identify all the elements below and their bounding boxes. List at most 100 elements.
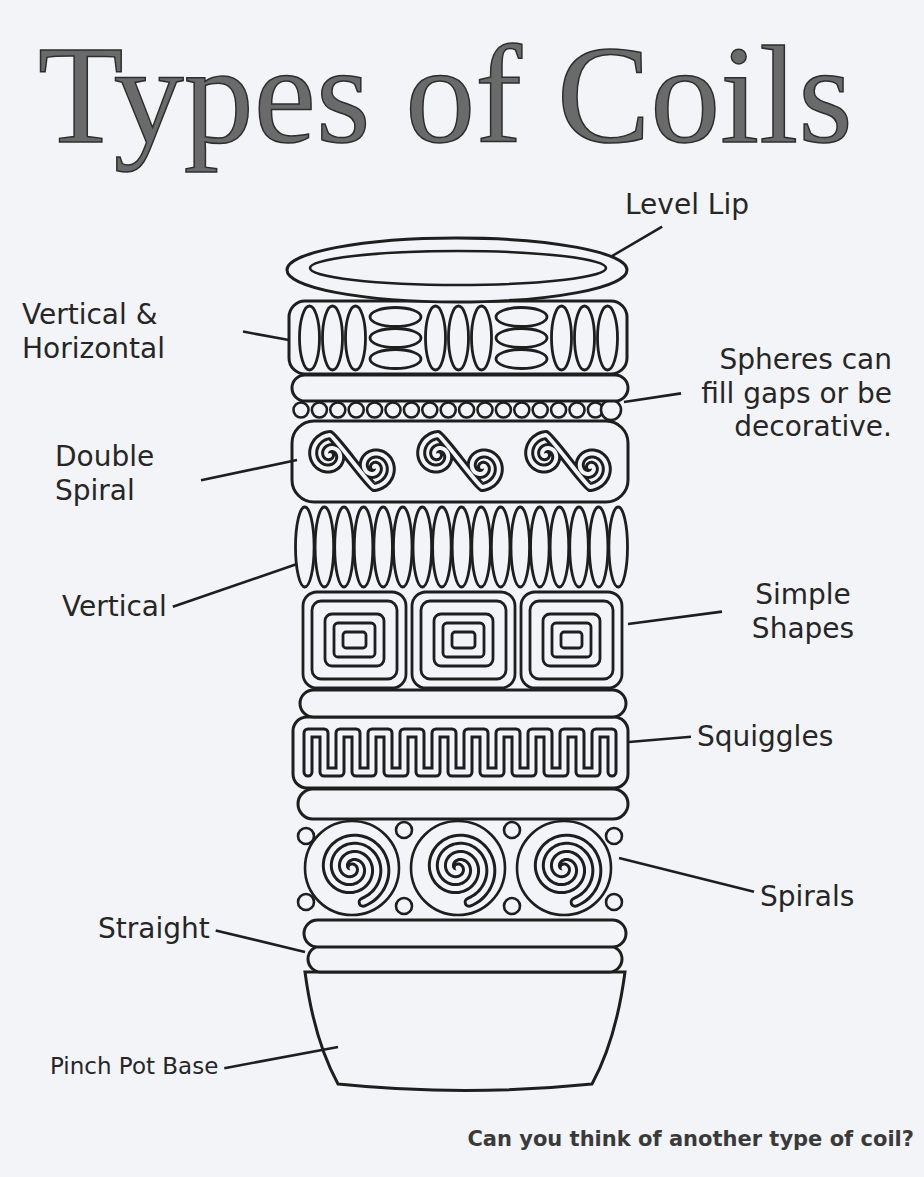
vertical-coil [452,507,471,587]
lip-opening [310,251,606,285]
sphere [533,403,548,418]
sphere [514,403,529,418]
square-coil [303,592,406,688]
vertical-coil [589,507,608,587]
part-label: Pinch Pot Base [50,1053,218,1081]
part-label: Simple Shapes [728,578,878,645]
sphere [349,403,364,418]
vertical-coil [393,507,412,587]
part-label: Level Lip [625,188,749,222]
square-coil [434,614,493,666]
sphere [606,894,622,910]
spiral-disc [305,821,399,915]
sphere [312,403,327,418]
straight-coil [298,789,628,819]
horizontal-coil [370,350,421,369]
sphere [386,403,401,418]
spiral-coil [539,839,597,902]
square-coil [421,601,506,679]
leader-line [619,858,754,892]
squiggle-coil [308,733,612,772]
double-spiral-coil [421,435,499,487]
vertical-coil [374,507,393,587]
vertical-horizontal-band [289,301,627,374]
sphere [422,403,437,418]
title: Types of Coils [38,18,853,172]
sphere [367,403,382,418]
vertical-coil [575,306,595,370]
vertical-coil [315,507,334,587]
square-coil [521,592,622,688]
sphere [298,894,314,910]
part-label: Vertical & Horizontal [22,298,237,365]
square-coil [443,623,484,657]
spiral-disc [411,821,505,915]
horizontal-coil [370,308,421,327]
sphere [404,403,419,418]
double-spiral-coil [313,435,391,487]
sphere [478,403,493,418]
sphere [441,403,456,418]
part-label: Vertical [62,590,167,624]
leader-line [629,737,691,742]
straight-coil [292,375,628,401]
part-label: Straight [98,912,210,946]
straight-coil [300,690,626,717]
sphere [570,403,585,418]
vertical-coil [609,507,628,587]
leader-line [624,393,681,402]
vertical-coil [413,507,432,587]
level-lip [287,238,627,302]
double-spiral-coil [421,435,499,487]
sphere [551,403,566,418]
double-spiral-coil [529,435,607,487]
straight-coil [304,920,626,947]
vertical-coil [472,507,491,587]
spiral-coil [327,839,385,902]
vertical-coil [552,306,572,370]
vertical-coil [296,507,315,587]
square-coil [543,614,600,666]
vertical-coil [426,306,446,370]
part-label: Squiggles [697,720,833,754]
leader-line [612,227,662,256]
vertical-coil [598,306,618,370]
vertical-coil [449,306,469,370]
sphere [504,898,520,914]
vertical-coil [433,507,452,587]
sphere [396,822,412,838]
vertical-coil [323,306,343,370]
spiral-disc [517,821,611,915]
part-label: Double Spiral [55,440,195,507]
horizontal-coil [496,308,547,327]
sphere [294,403,309,418]
vertical-coil [570,507,589,587]
sphere [504,822,520,838]
vertical-coil [300,306,320,370]
vertical-coil [511,507,530,587]
square-coil [530,601,613,679]
double-spiral-coil [529,435,607,487]
straight-coil [308,946,622,972]
square-coil [334,623,375,657]
double-spiral-band [292,421,628,502]
vertical-coil [531,507,550,587]
square-coil [412,592,515,688]
spiral-coil [433,839,491,902]
square-coil [312,601,397,679]
vertical-coil [354,507,373,587]
vertical-coil [335,507,354,587]
square-coil [325,614,384,666]
pinch-pot-base [305,972,625,1091]
leader-line [173,564,297,607]
spiral-coil [539,839,597,902]
squiggle-band [293,717,628,788]
vertical-coil [472,306,492,370]
sphere [459,403,474,418]
square-coil [343,632,366,648]
sphere [330,403,345,418]
square-coil [561,632,582,648]
sphere [396,898,412,914]
spiral-coil [327,839,385,902]
